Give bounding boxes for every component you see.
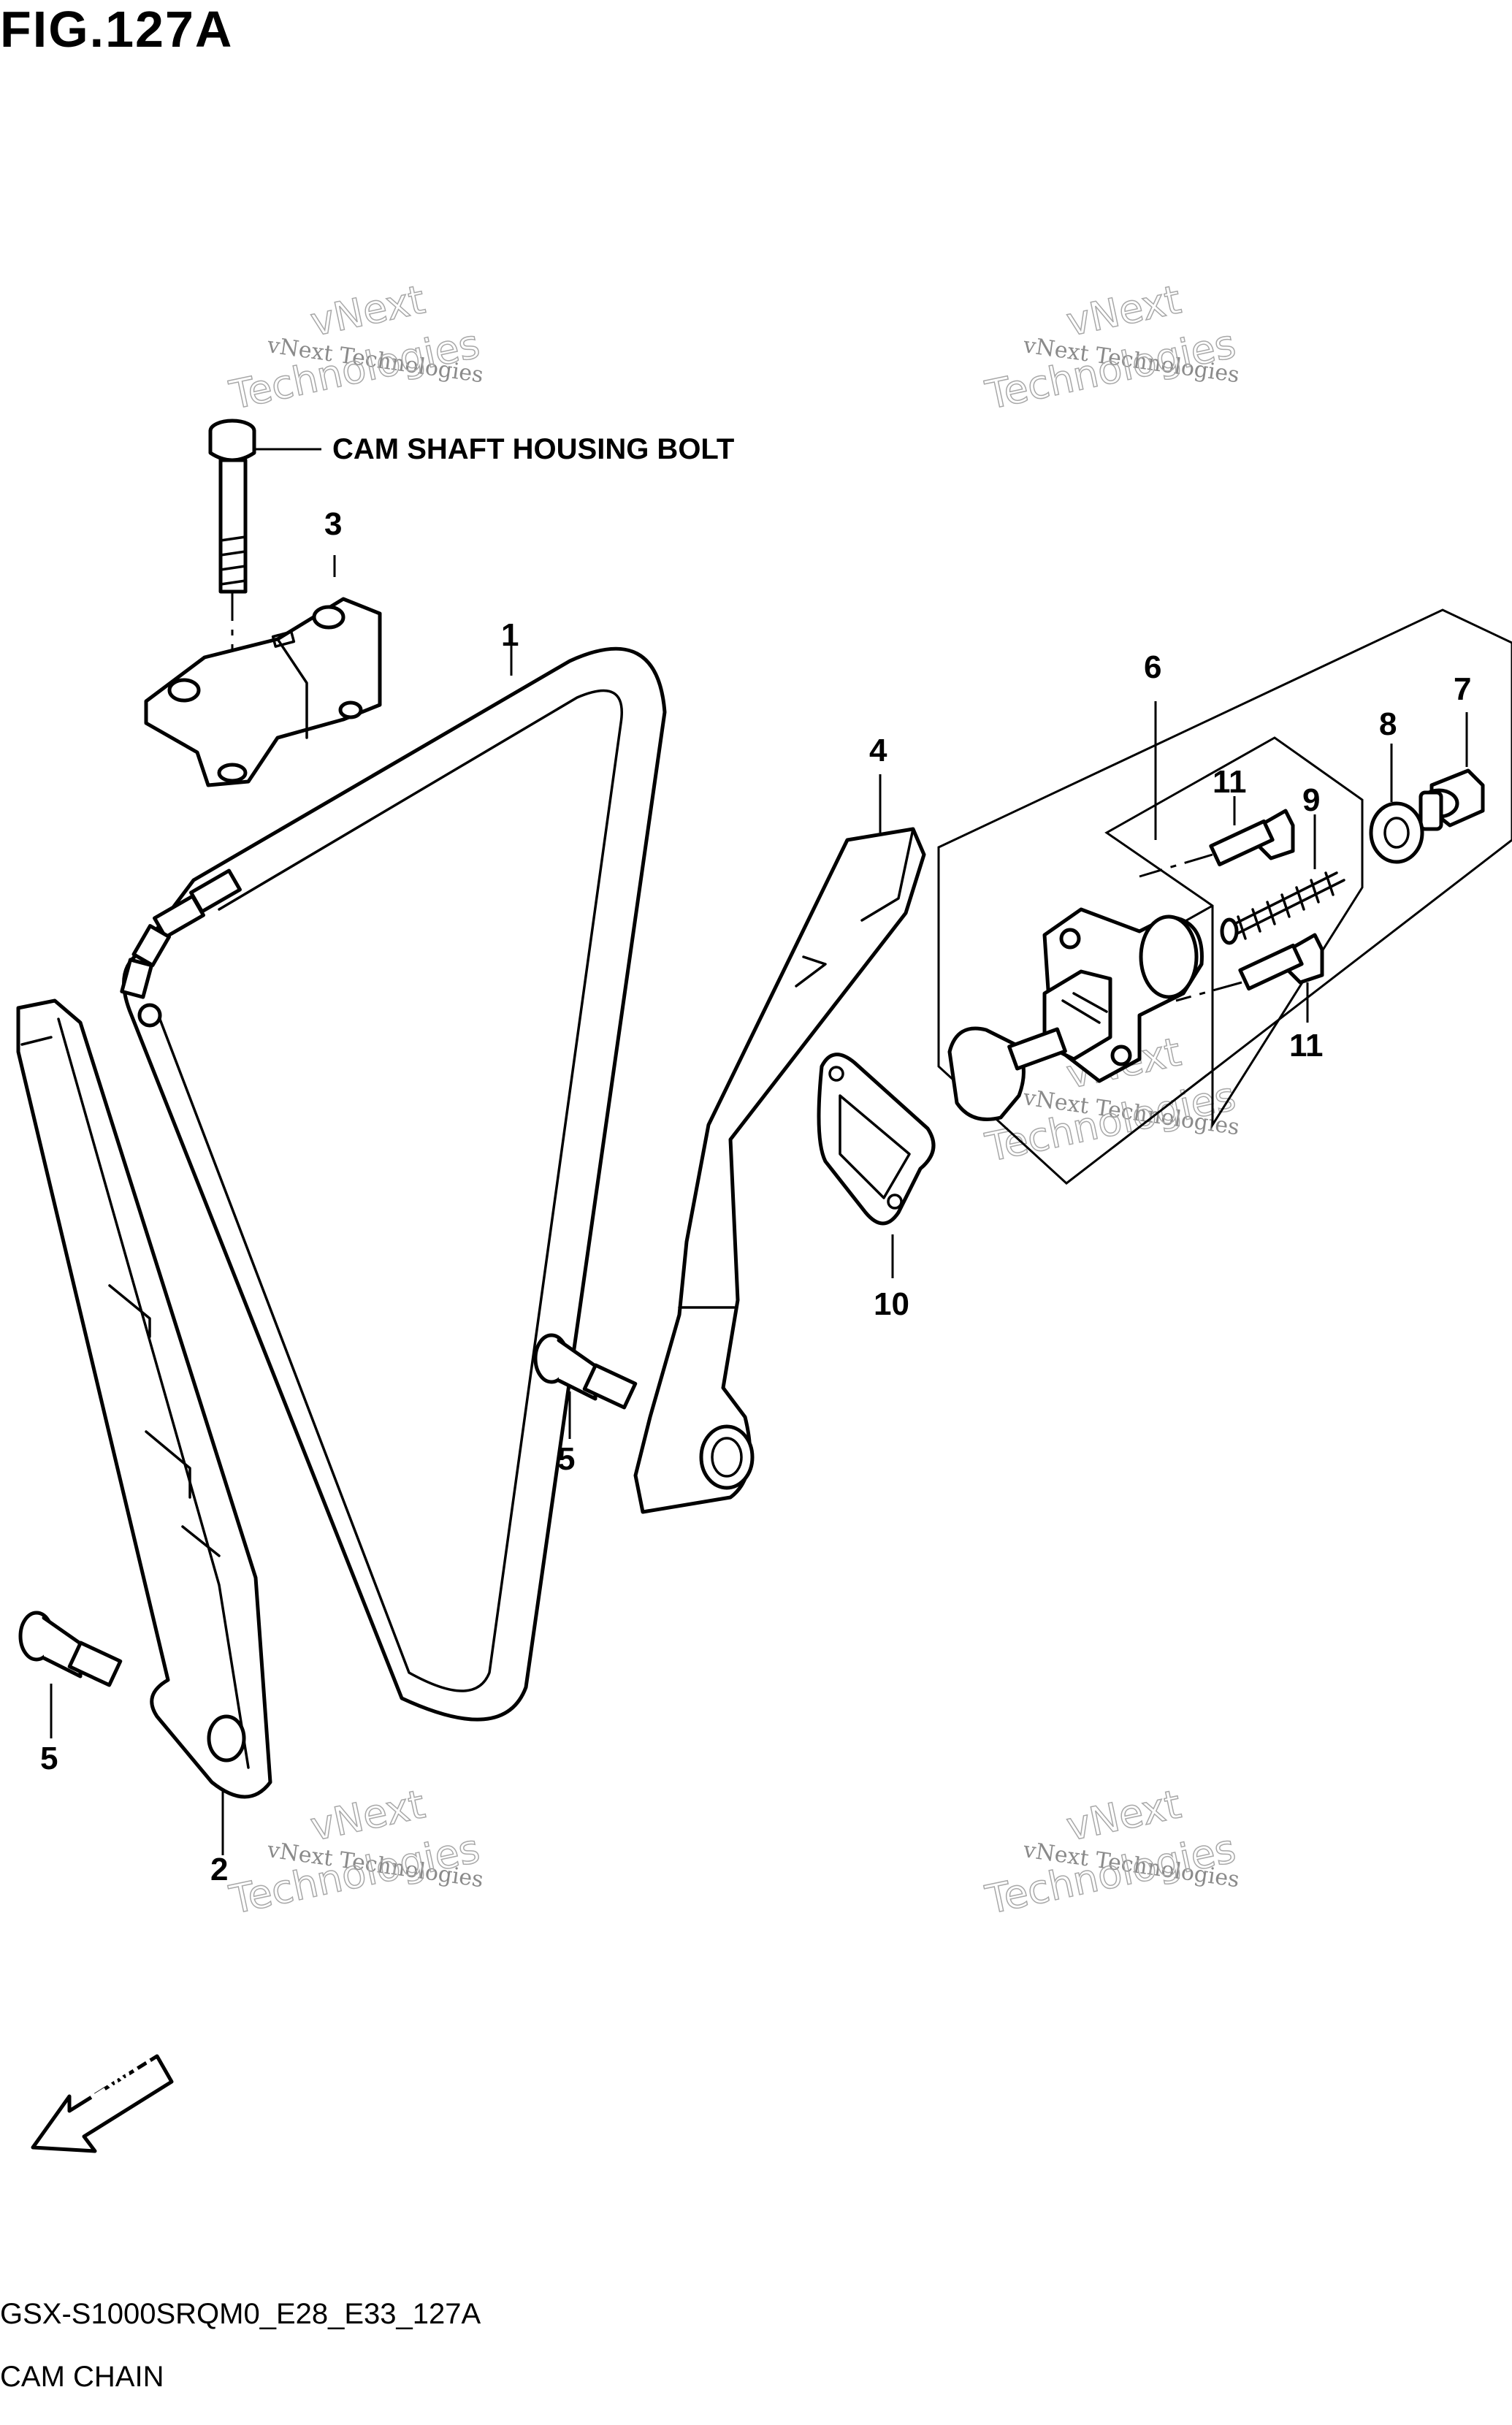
plug-bolt-part-7 bbox=[1419, 712, 1485, 831]
watermark-bottom-left: vNext Technologies vNext Technologies bbox=[225, 1781, 485, 1924]
cam-shaft-housing-part-3 bbox=[144, 555, 382, 787]
callout-11-bottom: 11 bbox=[1289, 1028, 1324, 1063]
spring-part-9 bbox=[1220, 814, 1345, 945]
chain-guide-part-2 bbox=[16, 998, 272, 1855]
callout-9: 9 bbox=[1302, 782, 1320, 818]
callout-2: 2 bbox=[210, 1852, 228, 1887]
callout-cam-shaft-housing-bolt: CAM SHAFT HOUSING BOLT bbox=[332, 433, 734, 465]
washer-part-8 bbox=[1369, 744, 1424, 864]
callout-8: 8 bbox=[1379, 706, 1397, 742]
tensioner-assembly-part-6 bbox=[937, 608, 1512, 1185]
callout-6: 6 bbox=[1144, 649, 1161, 685]
bolt-part-11-top bbox=[1139, 796, 1295, 878]
callout-4: 4 bbox=[869, 733, 887, 768]
watermark-bottom-right: vNext Technologies vNext Technologies bbox=[981, 1781, 1241, 1924]
callout-11-top: 11 bbox=[1213, 764, 1247, 800]
gasket-part-10 bbox=[817, 1053, 936, 1278]
figure-code: GSX-S1000SRQM0_E28_E33_127A bbox=[0, 2298, 481, 2330]
guide-bolt-part-5-right bbox=[533, 1333, 638, 1439]
callout-7: 7 bbox=[1454, 671, 1471, 707]
cam-chain-part-1 bbox=[120, 635, 667, 1722]
fwd-arrow-icon: FWD bbox=[31, 2044, 174, 2153]
watermark-top-left: vNext Technologies vNext Technologies bbox=[225, 276, 485, 419]
callout-3: 3 bbox=[324, 506, 342, 542]
callout-5-right: 5 bbox=[557, 1441, 575, 1477]
figure-title: FIG.127A bbox=[0, 1, 234, 58]
callout-10: 10 bbox=[874, 1286, 909, 1322]
callout-5-left: 5 bbox=[40, 1741, 58, 1776]
watermark-top-right: vNext Technologies vNext Technologies bbox=[981, 276, 1241, 419]
figure-name: CAM CHAIN bbox=[0, 2361, 164, 2393]
tensioner-arm-part-4 bbox=[633, 774, 926, 1514]
tensioner-body bbox=[947, 907, 1204, 1121]
guide-bolt-part-5-left bbox=[18, 1611, 123, 1738]
callout-1: 1 bbox=[501, 617, 519, 653]
bolt-part-11-bottom bbox=[1175, 933, 1324, 1023]
cam-chain-link-detail bbox=[120, 868, 242, 1028]
